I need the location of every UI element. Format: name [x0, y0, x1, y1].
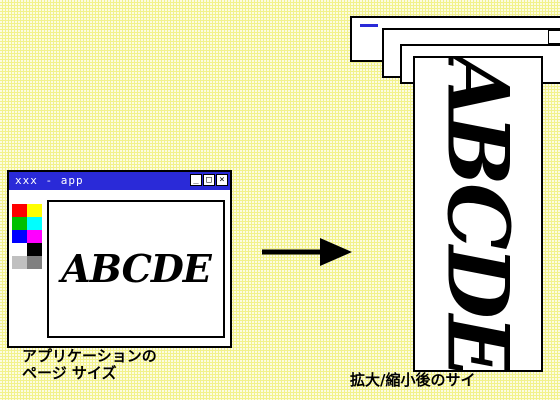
close-button[interactable]: × — [216, 174, 228, 186]
scaled-canvas-text: ABCDE — [428, 56, 528, 372]
scaled-page-canvas[interactable]: ABCDE — [413, 56, 543, 372]
palette-swatch[interactable] — [12, 243, 27, 256]
page-canvas[interactable]: ABCDE — [47, 200, 225, 338]
title-bar[interactable]: xxx - app _ □ × — [9, 172, 230, 190]
palette-swatch[interactable] — [12, 256, 27, 269]
palette-swatch[interactable] — [12, 204, 27, 217]
caption-app-page-size: アプリケーションの ページ サイズ — [22, 347, 157, 382]
palette-swatch[interactable] — [12, 230, 27, 243]
maximize-button[interactable]: □ — [203, 174, 215, 186]
palette-swatch[interactable] — [27, 256, 42, 269]
window-control-box[interactable] — [548, 30, 560, 44]
palette-swatch[interactable] — [27, 204, 42, 217]
right-arrow-icon — [262, 238, 352, 266]
minimize-icon — [360, 24, 378, 27]
palette-swatch[interactable] — [27, 217, 42, 230]
minimize-button[interactable]: _ — [190, 174, 202, 186]
palette-swatch[interactable] — [12, 217, 27, 230]
caption-scaled-size: 拡大/縮小後のサイ — [350, 371, 476, 389]
window-title: xxx - app — [15, 174, 84, 187]
palette-swatch[interactable] — [27, 243, 42, 256]
canvas-text: ABCDE — [61, 246, 211, 291]
app-window: xxx - app _ □ × ABCDE — [7, 170, 232, 348]
window-controls: _ □ × — [190, 174, 228, 186]
color-palette — [12, 204, 42, 269]
palette-swatch[interactable] — [27, 230, 42, 243]
